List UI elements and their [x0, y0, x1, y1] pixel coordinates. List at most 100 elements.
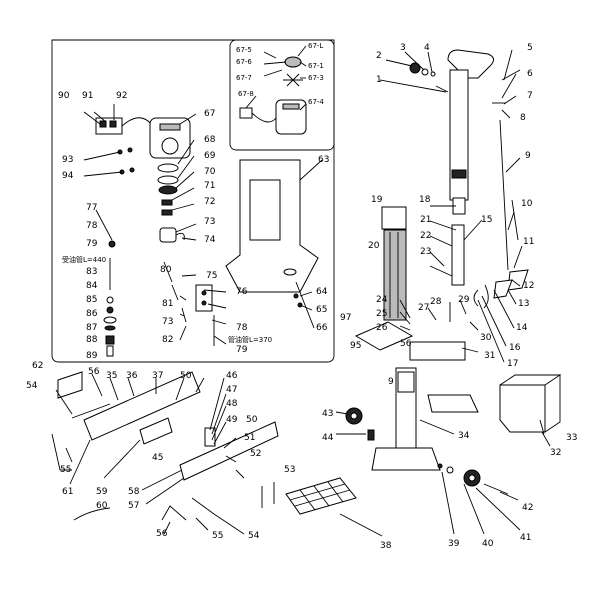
callout-6: 6 [527, 69, 533, 79]
callout-82: 82 [162, 335, 173, 345]
callout-12: 12 [523, 281, 534, 291]
control-box-part [95, 117, 123, 135]
callout-90: 90 [58, 91, 70, 101]
callout-58: 58 [128, 487, 140, 497]
callout-72: 72 [204, 197, 215, 207]
callout-55a: 55 [60, 465, 71, 475]
callout-48: 48 [226, 399, 238, 409]
callout-47: 47 [226, 385, 237, 395]
wheel-left [345, 407, 375, 441]
callout-38: 38 [380, 541, 392, 551]
beam-column-part [435, 49, 494, 215]
callout-50a: 50 [180, 371, 192, 381]
callout-68: 68 [204, 135, 216, 145]
callout-53: 53 [284, 465, 295, 475]
callout-97: 97 [340, 313, 351, 323]
bracket-box-part [499, 374, 562, 433]
callout-89: 89 [86, 351, 98, 361]
callout-labels: 1 2 3 4 5 6 7 8 9 10 11 12 13 14 15 16 1… [26, 43, 577, 551]
cylinder-part [429, 224, 489, 309]
callout-92: 92 [116, 91, 127, 101]
callout-69: 69 [204, 151, 216, 161]
callout-29: 29 [458, 295, 470, 305]
inset-callout-67-8: 67-8 [238, 90, 254, 98]
inset-callout-67-4: 67-4 [308, 98, 324, 106]
callout-41: 41 [520, 533, 531, 543]
callout-10: 10 [521, 199, 533, 209]
callout-39: 39 [448, 539, 460, 549]
callout-56b: 56 [400, 339, 412, 349]
callout-16: 16 [509, 343, 521, 353]
wedge-part [493, 269, 529, 299]
inset-callout-67-7: 67-7 [236, 74, 252, 82]
callout-31: 31 [484, 351, 495, 361]
callout-45: 45 [152, 453, 163, 463]
callout-43: 43 [322, 409, 333, 419]
top-washers [409, 62, 436, 77]
callout-25: 25 [376, 309, 387, 319]
log-guide-part [381, 206, 407, 321]
callout-8: 8 [520, 113, 526, 123]
callout-18: 18 [419, 195, 431, 205]
callout-50b: 50 [246, 415, 258, 425]
callout-35: 35 [106, 371, 117, 381]
callout-67: 67 [204, 109, 215, 119]
callout-7: 7 [527, 91, 533, 101]
gear-pump-part [159, 227, 185, 243]
callout-51: 51 [244, 433, 255, 443]
callout-33: 33 [566, 433, 577, 443]
callout-42: 42 [522, 503, 533, 513]
callout-49: 49 [226, 415, 238, 425]
callout-57: 57 [128, 501, 139, 511]
side-table-part [57, 371, 279, 481]
callout-79a: 79 [86, 239, 98, 249]
callout-24: 24 [376, 295, 388, 305]
motor-washers [157, 163, 179, 216]
callout-59: 59 [96, 487, 108, 497]
callout-73b: 73 [162, 317, 173, 327]
callout-61: 61 [62, 487, 73, 497]
screws-left [117, 147, 135, 175]
handle-hook-part [51, 433, 215, 521]
callout-27: 27 [418, 303, 429, 313]
callout-70: 70 [204, 167, 216, 177]
callout-54a: 54 [26, 381, 38, 391]
callout-87: 87 [86, 323, 97, 333]
callout-1: 1 [376, 75, 382, 85]
callout-60: 60 [96, 501, 108, 511]
inset-callout-67-L: 67-L [308, 42, 323, 50]
callout-23: 23 [420, 247, 431, 257]
callout-20: 20 [368, 241, 380, 251]
callout-21: 21 [420, 215, 431, 225]
callout-56a: 56 [88, 367, 100, 377]
callout-94: 94 [62, 171, 74, 181]
callout-14: 14 [516, 323, 528, 333]
motor-inset-frame [229, 39, 335, 151]
right-rod-part [492, 69, 521, 271]
callout-71: 71 [204, 181, 215, 191]
callout-54b: 54 [248, 531, 260, 541]
inset-motor-part [239, 56, 307, 135]
leader-lines [55, 45, 551, 537]
callout-2: 2 [376, 51, 382, 61]
callout-9b: 9 [388, 377, 394, 387]
callout-5: 5 [527, 43, 533, 53]
callout-62: 62 [32, 361, 43, 371]
callout-52: 52 [250, 449, 261, 459]
callout-64: 64 [316, 287, 328, 297]
callout-66: 66 [316, 323, 328, 333]
callout-83: 83 [86, 267, 97, 277]
callout-13: 13 [518, 299, 529, 309]
callout-17: 17 [507, 359, 518, 369]
callout-86: 86 [86, 309, 98, 319]
inset-callout-67-1: 67-1 [308, 62, 324, 70]
callout-30: 30 [480, 333, 492, 343]
wheel-right [437, 463, 509, 495]
annotation-oil-tube-440: 受油管L=440 [62, 255, 106, 264]
callout-80: 80 [160, 265, 172, 275]
inset-callout-67-6: 67-6 [236, 58, 252, 66]
callout-34: 34 [458, 431, 470, 441]
callout-15: 15 [481, 215, 492, 225]
callout-36: 36 [126, 371, 138, 381]
callout-78b: 78 [236, 323, 248, 333]
